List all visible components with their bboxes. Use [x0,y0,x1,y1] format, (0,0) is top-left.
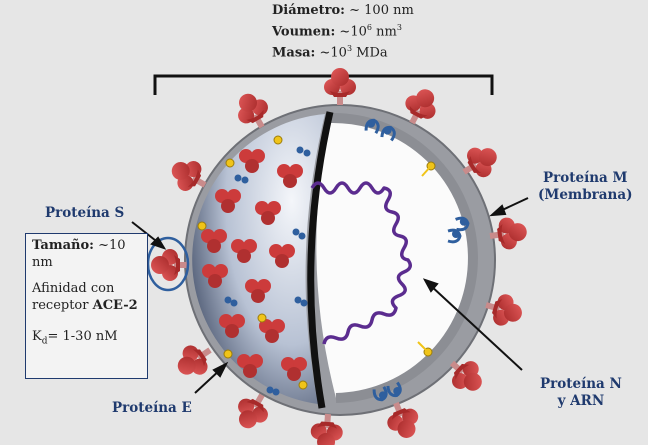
scale-bracket [153,74,494,95]
size-line: Tamaño: ~10 nm [32,238,126,270]
label-protein-m-line1: Proteína M [543,170,628,186]
diameter-line: Diámetro: ~ 100 nm [272,3,414,18]
label-protein-m-line2: (Membrana) [538,187,633,203]
spike-info-box: Tamaño: ~10 nm Afinidad con receptor ACE… [25,233,148,379]
label-protein-n-line1: Proteína N [540,376,622,392]
kd-line: Kd= 1-30 nM [32,329,118,347]
label-protein-n-line2: y ARN [557,393,605,409]
mass-line: Masa: ~103 MDa [272,44,388,61]
spike-highlight-circle [146,236,190,292]
virus-specs: Diámetro: ~ 100 nm Voumen: ~106 nm3 Masa… [272,2,414,62]
label-protein-e: Proteína E [112,400,192,416]
rna-coil [310,181,412,345]
surface-m-dots [224,146,311,396]
right-interior [316,117,473,398]
affinity-line: Afinidad con receptor ACE-2 [32,281,138,313]
label-protein-s: Proteína S [45,205,125,221]
label-protein-n: Proteína N y ARN [540,376,622,410]
cross-section-cut [307,111,334,409]
volume-line: Voumen: ~106 nm3 [272,23,402,40]
label-protein-m: Proteína M (Membrana) [538,170,632,204]
